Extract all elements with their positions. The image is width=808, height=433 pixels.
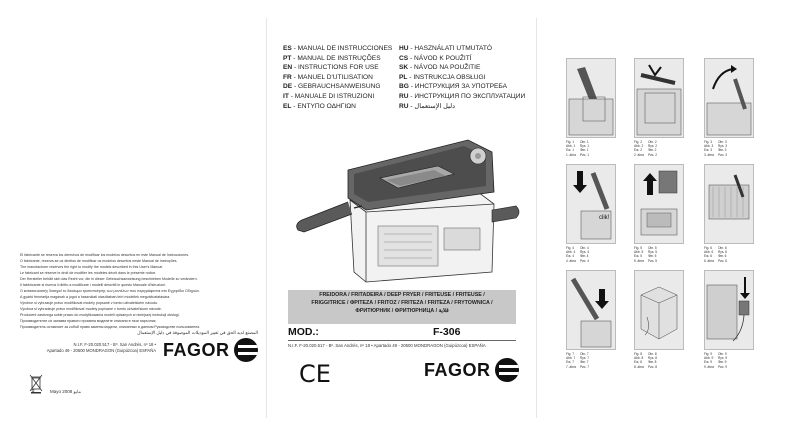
language-item: BG - ИНСТРУКЦИЯ ЗА УПОТРЕБА xyxy=(399,83,508,91)
fagor-symbol-icon xyxy=(233,338,258,362)
figure-7 xyxy=(566,270,616,350)
address-line: N.I.F. F-20.020.517 - Bº. San Andrés, nº… xyxy=(73,342,156,347)
down-arrow-icon xyxy=(573,171,587,193)
address-center: N.I.F. F-20.020.517 - Bº. San Andrés, nº… xyxy=(288,343,486,348)
figure-1 xyxy=(566,58,616,138)
disclaimer-line: Производителят си запазва правото промян… xyxy=(20,319,157,323)
language-item: DE - GEBRAUCHSANWEISUNG xyxy=(283,83,381,91)
down-arrow-icon xyxy=(595,289,609,309)
language-item: EL - ΕΝΤΥΠΟ ΟΔΗΓΙΩΝ xyxy=(283,102,356,110)
fryer-step-image xyxy=(640,286,678,340)
figure-5 xyxy=(634,164,684,244)
language-item: IT - MANUALE DI ISTRUZIONI xyxy=(283,92,375,100)
model-label: MOD.: xyxy=(288,326,319,338)
language-item: PT - MANUAL DE INSTRUÇÕES xyxy=(283,54,381,62)
language-item: HU - HASZNÁLATI UTMUTATÓ xyxy=(399,45,493,52)
fryer-step-image xyxy=(708,174,750,220)
disclaimer-arabic: المصنع لديه الحق في تغيير الموديلات المو… xyxy=(137,330,258,335)
up-arrow-icon xyxy=(643,173,657,195)
fryer-step-image xyxy=(570,277,612,348)
product-line: ФРИТЮРНИК / ФРИТЮРНИЦА / قلاية xyxy=(355,307,449,314)
ce-mark-icon: CE xyxy=(299,360,331,388)
click-label: clik! xyxy=(599,215,610,221)
disclaimer-line: Producent zastrzega sobie prawo do modyf… xyxy=(20,313,180,317)
fryer-step-image: clik! xyxy=(573,171,612,240)
divider xyxy=(288,340,516,341)
product-line: FRIGGITRICE / ΦΡΙΤΕΖΑ / FRITŐZ / FRITÉZA… xyxy=(311,299,493,306)
disclaimer-line: Der Hersteller behält sich das Recht vor… xyxy=(20,277,198,281)
disclaimer-line: Le fabricant se réserve le droit de modi… xyxy=(20,271,157,275)
language-column-2: HU - HASZNÁLATI UTMUTATÓ CS - NÁVOD K PO… xyxy=(399,44,525,111)
language-item: EN - INSTRUCTIONS FOR USE xyxy=(283,64,379,72)
brand-wordmark: FAGOR xyxy=(163,339,230,360)
fryer-step-image xyxy=(568,67,614,136)
print-date: Mayo 2008 مايو xyxy=(50,389,81,394)
figure-6 xyxy=(704,164,754,244)
figure-2 xyxy=(634,58,684,138)
disclaimer-line: El fabricante se reserva los derechos de… xyxy=(20,253,189,257)
disclaimer-line: O fabricante, reserva-se os direitos de … xyxy=(20,259,178,263)
curved-arrow-icon xyxy=(712,68,734,90)
fryer-step-image xyxy=(636,64,682,136)
disclaimer-line: O κατασκευαστής διατηρεί το δικαίωμα τρο… xyxy=(20,289,201,293)
product-name-band: FREIDORA / FRITADEIRA / DEEP FRYER / FRI… xyxy=(288,290,516,324)
fold-line-left xyxy=(266,18,267,418)
fryer-step-image xyxy=(706,277,750,342)
language-item: PL - INSTRUKCJA OBSŁUGI xyxy=(399,73,486,81)
address-left: N.I.F. F-20.020.517 - Bº. San Andrés, nº… xyxy=(36,342,156,354)
disclaimer-line: Производитель оставляет за собой право з… xyxy=(20,325,201,329)
fryer-step-image xyxy=(640,170,678,236)
language-item: FR - MANUEL D'UTILISATION xyxy=(283,73,373,81)
fagor-logo-left: FAGOR xyxy=(163,338,258,362)
fold-line-right xyxy=(536,18,537,418)
brand-wordmark: FAGOR xyxy=(424,359,491,380)
address-line: Apartado 49 - 20500 MONDRAGON (Guipúzcoa… xyxy=(46,348,156,353)
disclaimer-block: El fabricante se reserva los derechos de… xyxy=(20,252,258,336)
language-column-1: ES - MANUAL DE INSTRUCCIONES PT - MANUAL… xyxy=(283,44,392,111)
disclaimer-line: A gyártó fenntartja magának a jogot a ha… xyxy=(20,295,171,299)
model-number: F-306 xyxy=(433,326,461,338)
language-item: SK - NÁVOD NA POUŽITIE xyxy=(399,64,481,72)
fagor-logo-center: FAGOR xyxy=(424,358,519,382)
language-item: CS - NÁVOD K POUŽITÍ xyxy=(399,54,472,62)
disclaimer-line: Výrobca si vyhradzuje právo modifikovať … xyxy=(20,307,162,311)
figure-4: clik! xyxy=(566,164,616,244)
disclaimer-line: Il fabbricante si riserva il diritto a m… xyxy=(20,283,166,287)
fagor-symbol-icon xyxy=(494,358,519,382)
figure-9 xyxy=(704,270,754,350)
product-line: FREIDORA / FRITADEIRA / DEEP FRYER / FRI… xyxy=(319,292,485,298)
language-item: RU - دليل الإستعمال xyxy=(399,102,456,110)
disclaimer-line: The manufacturer reserves the right to m… xyxy=(20,265,164,269)
disclaimer-line: Výrobce si vyhrazuje právo modifikovat m… xyxy=(20,301,159,305)
plug-icon xyxy=(738,300,750,316)
language-item: RU - ИНСТРУКЦИЯ ПО ЭКСПЛУАТАЦИИ xyxy=(399,92,526,100)
wheelie-bin-crossed-icon xyxy=(29,374,43,394)
fryer-step-image xyxy=(706,65,752,136)
language-item: ES - MANUAL DE INSTRUCCIONES xyxy=(283,45,393,52)
deep-fryer-illustration xyxy=(296,139,520,283)
figure-8 xyxy=(634,270,684,350)
figure-3 xyxy=(704,58,754,138)
